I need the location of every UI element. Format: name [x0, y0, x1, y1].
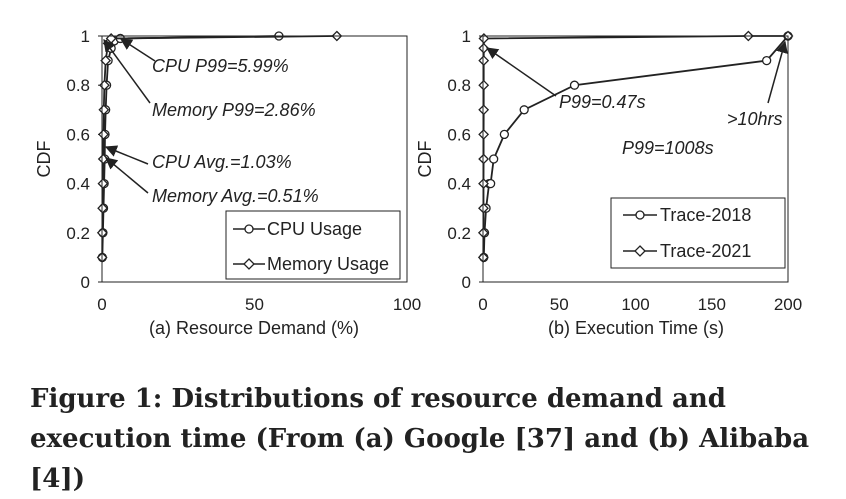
panel-a-plot-frame — [101, 35, 408, 283]
data-point-trace-2018 — [569, 80, 580, 90]
data-point-trace-2021 — [478, 153, 490, 165]
annotation-memory-p99: Memory P99=2.86% — [152, 100, 316, 120]
y-tick-label: 0.8 — [66, 76, 90, 95]
legend-item-memory-usage: Memory Usage — [233, 254, 389, 274]
y-tick-label: 0.6 — [66, 125, 90, 144]
x-tick-label: 200 — [774, 295, 802, 314]
annotation-over-10hrs: >10hrs — [727, 109, 783, 129]
legend-label-memory-usage: Memory Usage — [267, 254, 389, 274]
data-point-trace-2021 — [478, 178, 489, 190]
legend-item-cpu-usage: CPU Usage — [233, 219, 362, 239]
data-point-trace-2018 — [762, 55, 772, 66]
legend-marker-circle — [244, 224, 254, 234]
y-tick-label: 1 — [81, 27, 90, 46]
legend-label-trace-2018: Trace-2018 — [660, 205, 751, 225]
legend-marker-diamond — [243, 258, 255, 270]
annotation-cpu-p99: CPU P99=5.99% — [152, 56, 289, 76]
y-tick-label: 0.2 — [447, 224, 471, 243]
panel-b-caption: (b) Execution Time (s) — [548, 318, 724, 338]
data-point-memory-usage — [98, 128, 109, 140]
x-tick-label: 0 — [478, 295, 487, 314]
annotation-p99-047: P99=0.47s — [559, 92, 646, 112]
panel-b-x-ticks: 0 50 100 150 200 — [478, 295, 802, 314]
annotation-p99-1008s: P99=1008s — [622, 138, 714, 158]
panel-a-caption: (a) Resource Demand (%) — [149, 318, 359, 338]
data-point-memory-usage — [97, 202, 109, 214]
data-point-trace-2018 — [519, 105, 529, 115]
panel-a-y-ticks: 0 0.2 0.4 0.6 0.8 1 — [66, 27, 102, 292]
x-tick-label: 100 — [393, 295, 421, 314]
x-tick-label: 100 — [621, 295, 649, 314]
annotation-arrow-memory-avg — [105, 157, 149, 194]
data-point-trace-2021 — [478, 55, 490, 67]
legend-marker-circle — [635, 210, 645, 220]
data-point-memory-usage — [100, 55, 112, 67]
annotation-arrow-cpu-p99 — [119, 38, 156, 62]
y-tick-label: 0 — [81, 273, 90, 292]
panel-b-plot-frame — [482, 35, 789, 283]
x-tick-label: 0 — [97, 295, 106, 314]
x-tick-label: 150 — [698, 295, 726, 314]
annotation-memory-avg: Memory Avg.=0.51% — [152, 186, 319, 206]
panel-a-x-ticks: 0 50 100 — [97, 295, 421, 314]
panel-b-y-ticks: 0 0.2 0.4 0.6 0.8 1 — [447, 27, 483, 292]
panel-a-y-axis-title: CDF — [34, 141, 54, 178]
data-point-memory-usage — [97, 178, 109, 190]
figure-caption: Figure 1: Distributions of resource dema… — [30, 384, 810, 494]
annotation-cpu-avg: CPU Avg.=1.03% — [152, 152, 292, 172]
y-tick-label: 0.4 — [447, 175, 471, 194]
y-tick-label: 0.8 — [447, 76, 471, 95]
legend-label-trace-2021: Trace-2021 — [660, 241, 751, 261]
legend-item-trace-2021: Trace-2021 — [623, 241, 751, 261]
legend-label-cpu-usage: CPU Usage — [267, 219, 362, 239]
y-tick-label: 0.2 — [66, 224, 90, 243]
data-point-trace-2021 — [478, 79, 490, 91]
y-tick-label: 0 — [462, 273, 471, 292]
annotation-arrow-p99-047 — [486, 47, 557, 97]
y-tick-label: 1 — [462, 27, 471, 46]
annotation-arrow-cpu-avg — [104, 145, 149, 165]
panel-b-legend: Trace-2018 Trace-2021 — [610, 197, 786, 269]
panel-b-y-axis-title: CDF — [415, 141, 435, 178]
panel-a-legend: CPU Usage Memory Usage — [225, 210, 401, 280]
data-point-trace-2018 — [499, 129, 510, 140]
legend-marker-diamond — [634, 245, 646, 257]
data-point-trace-2021 — [478, 104, 490, 116]
x-tick-label: 50 — [245, 295, 264, 314]
data-point-trace-2021 — [478, 42, 490, 54]
data-point-trace-2021 — [478, 128, 490, 140]
panel-a: 0 0.2 0.4 0.6 0.8 1 0 50 100 CDF (a) Resource D… — [34, 27, 421, 338]
data-point-trace-2018 — [489, 154, 499, 164]
y-tick-label: 0.4 — [66, 175, 90, 194]
x-tick-label: 50 — [550, 295, 569, 314]
y-tick-label: 0.6 — [447, 125, 471, 144]
legend-item-trace-2018: Trace-2018 — [623, 205, 751, 225]
panel-b: 0 0.2 0.4 0.6 0.8 1 0 50 100 150 200 CDF (b) Exec… — [415, 27, 802, 338]
data-point-trace-2021 — [478, 33, 490, 44]
annotation-arrow-over-10hrs — [767, 40, 788, 104]
annotation-arrow-memory-p99 — [103, 39, 151, 104]
